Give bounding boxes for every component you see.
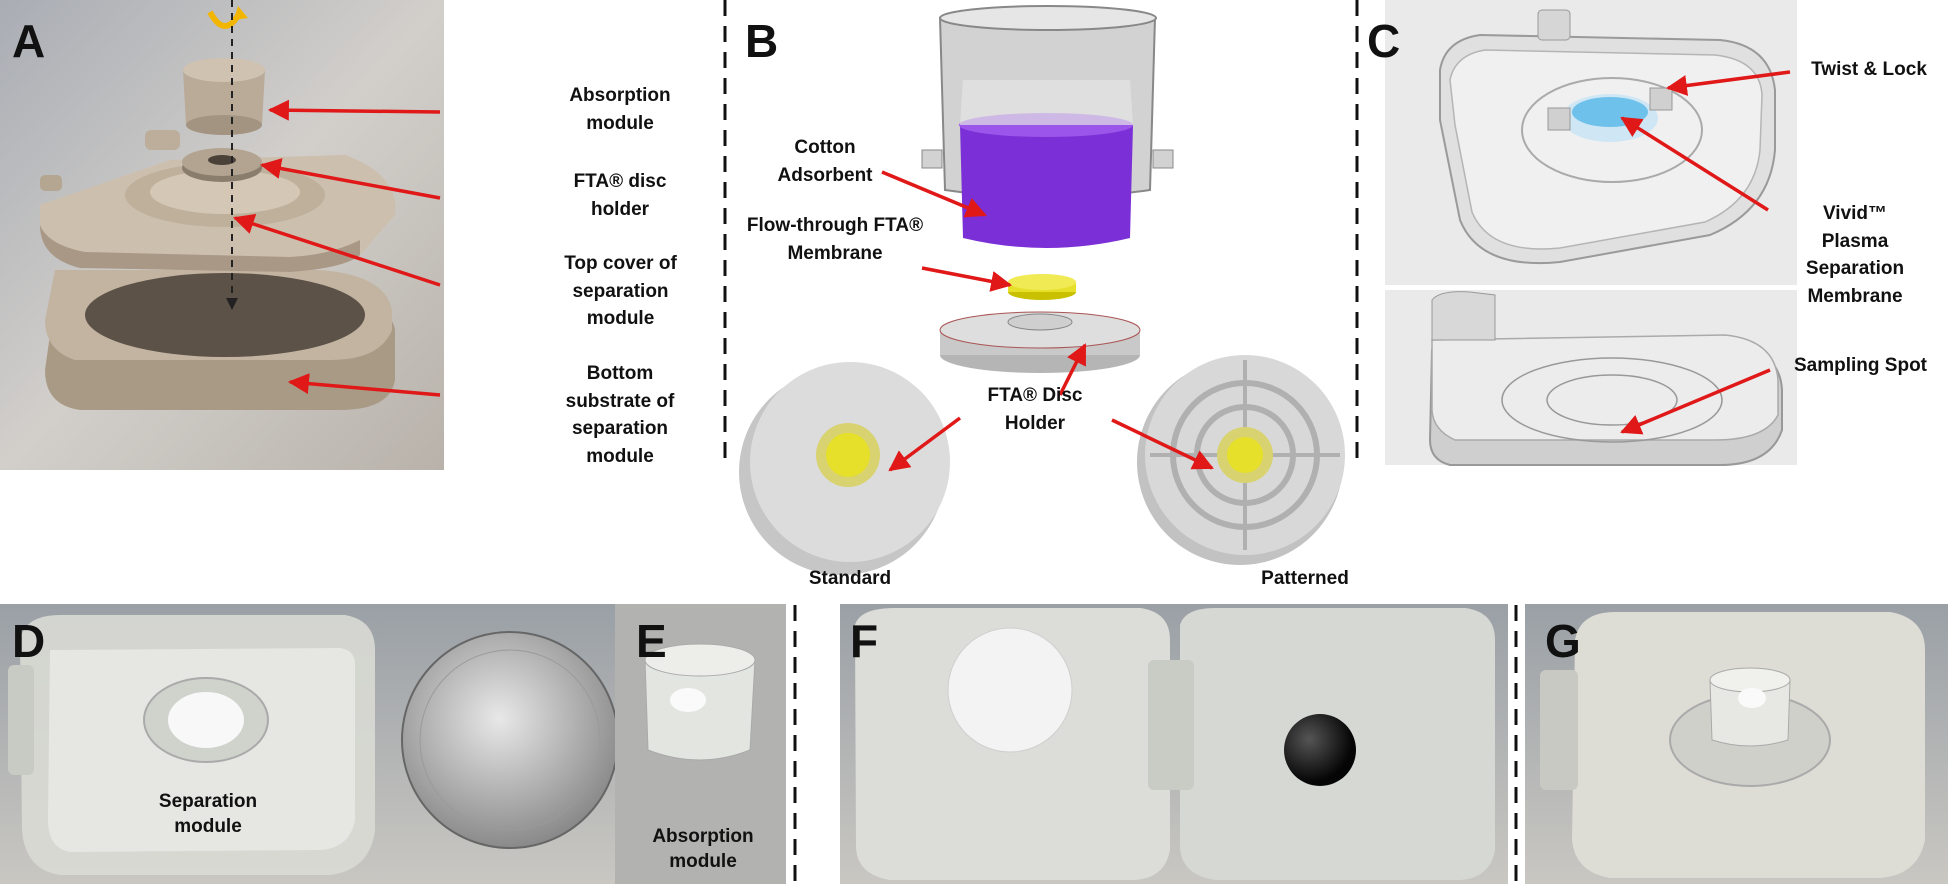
panel-c-top-render (1385, 0, 1797, 285)
arrow-vivid (1620, 116, 1769, 212)
panel-a-arrows (233, 99, 441, 397)
panel-b-arrows (881, 170, 1214, 472)
arrow-bottom-substrate (287, 373, 441, 397)
label-bottom-substrate: Bottom substrate of separation module (565, 363, 675, 467)
panel-letter-d: D (12, 615, 46, 667)
arrow-cotton (881, 170, 987, 218)
label-flow-through: Flow-through FTA® Membrane (746, 215, 924, 264)
label-absorption-module-photo: Absorption module (652, 826, 754, 872)
label-absorption-module: Absorption module (569, 85, 671, 134)
panel-letter-a: A (12, 15, 46, 67)
arrow-twist-lock (1665, 70, 1791, 96)
arrow-membrane (921, 266, 1013, 292)
panel-letter-g: G (1545, 615, 1581, 667)
label-standard: Standard (808, 568, 892, 589)
label-separation-module: Separation module (158, 791, 258, 837)
arrow-fta-disc-holder (259, 158, 441, 200)
arrow-holder-top (1058, 343, 1087, 396)
arrow-sampling (1620, 368, 1771, 435)
label-patterned: Patterned (1261, 568, 1349, 589)
label-sampling-spot: Sampling Spot (1794, 355, 1927, 376)
label-vivid-membrane: Vivid™ Plasma Separation Membrane (1805, 203, 1905, 307)
arrow-holder-standard (888, 416, 962, 472)
label-top-cover: Top cover of separation module (564, 253, 677, 330)
panel-c-arrows (1620, 70, 1791, 435)
label-fta-disc-holder-b: FTA® Disc Holder (987, 385, 1083, 434)
panel-letter-c: C (1367, 15, 1401, 67)
arrow-absorption-module (267, 99, 441, 121)
label-twist-lock: Twist & Lock (1811, 59, 1927, 80)
panel-c-bottom-render (1385, 290, 1797, 466)
arrow-top-cover (233, 213, 441, 287)
panel-f-photo (840, 604, 1508, 884)
panel-a-render (0, 0, 444, 470)
panel-letter-b: B (745, 15, 779, 67)
panel-letter-e: E (636, 615, 667, 667)
panel-letter-f: F (850, 615, 879, 667)
label-cotton-adsorbent: Cotton Adsorbent (777, 137, 873, 186)
label-fta-disc-holder: FTA® disc holder (573, 171, 667, 220)
panel-b-render (739, 5, 1345, 575)
panel-de-photo (0, 604, 786, 884)
panel-g-photo (1525, 604, 1948, 884)
arrow-holder-patterned (1111, 418, 1214, 470)
